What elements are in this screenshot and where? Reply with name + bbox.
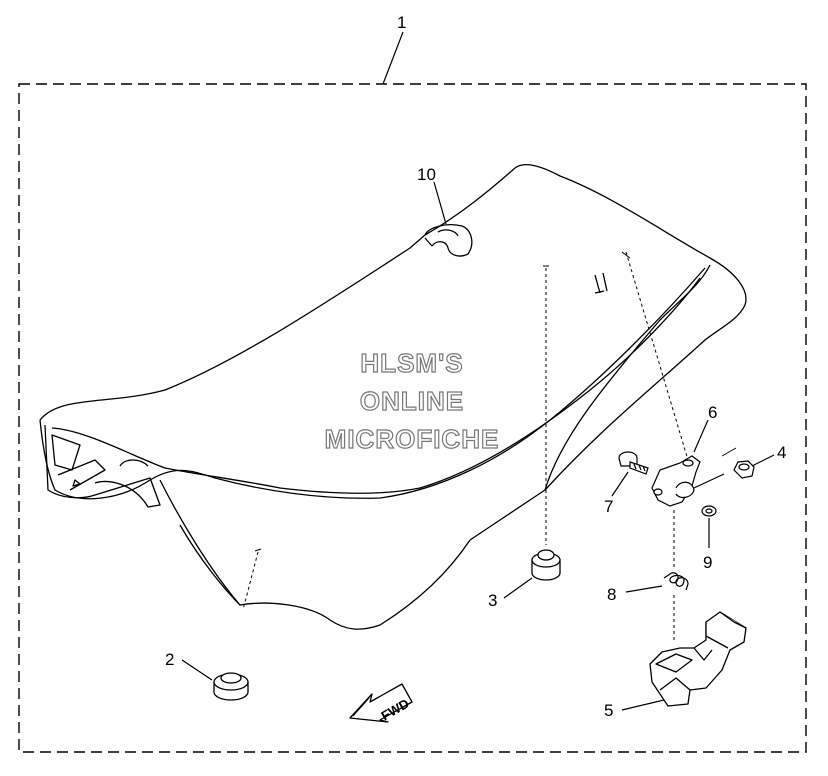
leader-2: [181, 659, 213, 681]
alignment-tips: [254, 251, 631, 552]
callout-10: 10: [417, 165, 436, 184]
watermark-line-1: HLSM'S: [360, 348, 463, 378]
leader-3: [503, 577, 533, 599]
callout-1: 1: [397, 13, 406, 32]
leader-8: [625, 585, 663, 593]
alignment-lines: [242, 251, 689, 640]
leader-1: [382, 31, 404, 85]
leader-10: [433, 181, 447, 225]
callout-5: 5: [604, 701, 613, 720]
leader-5: [621, 699, 665, 711]
part-8-spring: [663, 572, 689, 591]
leader-6: [693, 419, 709, 453]
part-5-lock-lever: [649, 611, 747, 707]
part-2-damper: [213, 672, 249, 701]
assembly-boundary: [18, 83, 807, 753]
leader-4-aux: [721, 447, 737, 457]
part-9-clip: [701, 505, 717, 517]
leader-7: [611, 471, 629, 497]
watermark-line-3: MICROFICHE: [325, 424, 500, 454]
callout-8: 8: [607, 585, 616, 604]
part-4-nut: [733, 460, 755, 479]
fwd-arrow-icon: FWD: [349, 683, 413, 723]
callout-7: 7: [604, 497, 613, 516]
callout-6: 6: [708, 403, 717, 422]
seat: [39, 164, 747, 630]
part-3-damper: [531, 549, 561, 581]
callout-2: 2: [165, 650, 174, 669]
callout-3: 3: [488, 591, 497, 610]
part-7-bolt: [618, 451, 649, 475]
callout-4: 4: [777, 443, 786, 462]
watermark-line-2: ONLINE: [360, 386, 464, 416]
part-6-bracket: [651, 455, 725, 507]
callout-9: 9: [703, 553, 712, 572]
leader-4: [751, 454, 775, 467]
watermark: HLSM'S ONLINE MICROFICHE: [324, 347, 500, 454]
